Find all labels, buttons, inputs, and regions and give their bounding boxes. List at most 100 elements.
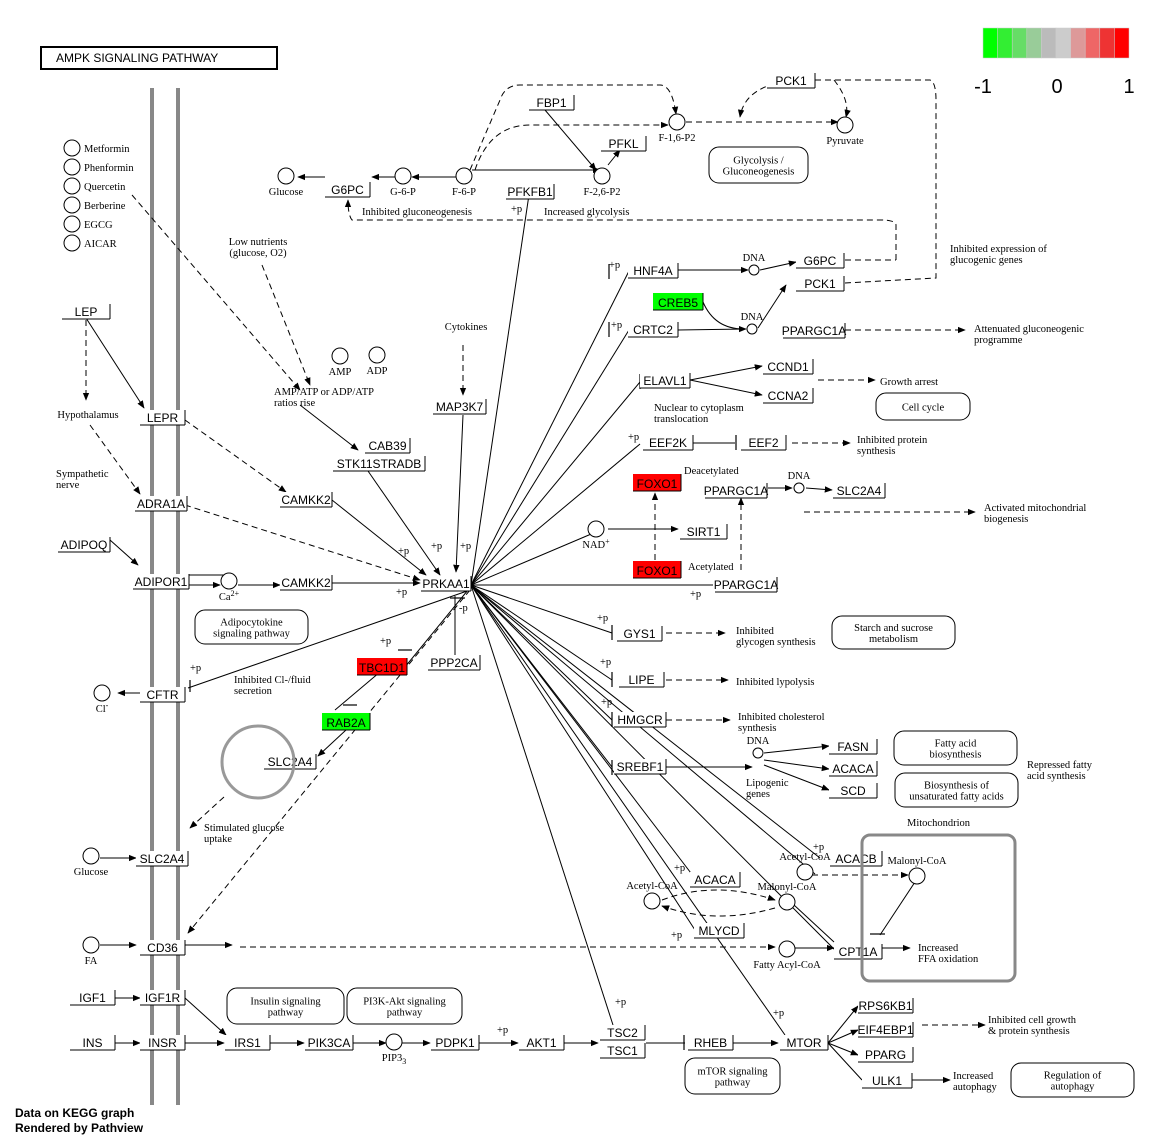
gene-node-rheb[interactable]: RHEB (688, 1035, 734, 1051)
gene-node-igf1r[interactable]: IGF1R (140, 990, 186, 1006)
compound-amp[interactable]: AMP (329, 347, 352, 378)
gene-node-ulk1[interactable]: ULK1 (862, 1073, 913, 1089)
compound-ca[interactable]: Ca2+ (219, 572, 240, 603)
compound-dna4[interactable]: DNA (747, 736, 770, 759)
gene-node-fasn[interactable]: FASN (829, 739, 878, 755)
gene-node-igf1[interactable]: IGF1 (70, 990, 116, 1006)
compound-dna3[interactable]: DNA (788, 471, 811, 494)
gene-node-ins[interactable]: INS (70, 1035, 116, 1051)
gene-node-lepr[interactable]: LEPR (140, 410, 186, 426)
compound-dna2[interactable]: DNA (741, 312, 764, 335)
gene-node-pparg[interactable]: PPARG (858, 1047, 914, 1063)
gene-node-eif4ebp1[interactable]: EIF4EBP1 (857, 1022, 914, 1038)
gene-node-ccna2[interactable]: CCNA2 (763, 388, 814, 404)
gene-node-crtc2[interactable]: CRTC2 (628, 322, 679, 338)
gene-node-cftr[interactable]: CFTR (140, 687, 186, 703)
gene-node-pck1a[interactable]: PCK1 (767, 73, 816, 89)
gene-node-adipor1[interactable]: ADIPOR1 (133, 574, 190, 590)
gene-node-eef2[interactable]: EEF2 (741, 435, 787, 451)
compound-glucose1[interactable]: Glucose (269, 167, 304, 198)
pathway-map-glycolysis[interactable]: Glycolysis /Gluconeogenesis (708, 146, 809, 184)
gene-node-ppp2ca[interactable]: PPP2CA (428, 655, 481, 671)
gene-node-mtor[interactable]: MTOR (780, 1035, 829, 1051)
gene-node-foxo1b[interactable]: FOXO1 (633, 561, 682, 579)
gene-node-rab2a[interactable]: RAB2A (322, 713, 371, 731)
gene-node-ccnd1[interactable]: CCND1 (763, 359, 814, 375)
compound-adp[interactable]: ADP (366, 346, 388, 377)
gene-node-tbc1d1[interactable]: TBC1D1 (357, 658, 408, 676)
gene-node-rps6kb1[interactable]: RPS6KB1 (858, 998, 914, 1014)
gene-node-pdpk1[interactable]: PDPK1 (431, 1035, 480, 1051)
gene-node-fbp1[interactable]: FBP1 (529, 95, 575, 111)
gene-node-cd36[interactable]: CD36 (140, 940, 186, 956)
gene-node-slc2a4a[interactable]: SLC2A4 (833, 483, 886, 499)
compound-egcg[interactable]: EGCG (63, 215, 113, 233)
gene-node-slc2a4b[interactable]: SLC2A4 (264, 754, 317, 770)
compound-phenformin[interactable]: Phenformin (63, 158, 134, 176)
gene-node-ppargc1ac[interactable]: PPARGC1A (714, 577, 778, 593)
gene-node-stk11stradb[interactable]: STK11STRADB (333, 456, 426, 472)
gene-node-lipe[interactable]: LIPE (619, 672, 665, 688)
compound-pyruvate[interactable]: Pyruvate (826, 116, 864, 147)
gene-node-prkaa1[interactable]: PRKAA1 (421, 576, 472, 592)
gene-node-lep[interactable]: LEP (62, 304, 111, 320)
compound-quercetin[interactable]: Quercetin (63, 177, 126, 195)
gene-node-acacaa[interactable]: ACACA (829, 761, 878, 777)
gene-node-gys1[interactable]: GYS1 (617, 626, 663, 642)
gene-node-elavl1[interactable]: ELAVL1 (640, 373, 691, 389)
gene-node-ppargc1aa[interactable]: PPARGC1A (782, 323, 846, 339)
compound-acetylcoa1[interactable]: Acetyl-CoA (779, 852, 831, 881)
gene-node-pfkl[interactable]: PFKL (601, 136, 647, 152)
compound-malonylcoa2[interactable]: Malonyl-CoA (758, 882, 817, 911)
gene-node-hmgcr[interactable]: HMGCR (614, 712, 667, 728)
gene-node-sirt1[interactable]: SIRT1 (680, 524, 728, 540)
compound-f6p[interactable]: F-6-P (452, 167, 476, 198)
gene-node-adra1a[interactable]: ADRA1A (135, 496, 188, 512)
gene-node-g6pca[interactable]: G6PC (325, 182, 371, 198)
compound-acetylcoa2[interactable]: Acetyl-CoA (626, 881, 678, 910)
gene-node-cpt1a[interactable]: CPT1A (834, 944, 883, 960)
gene-node-cab39[interactable]: CAB39 (365, 438, 411, 454)
compound-nad[interactable]: NAD+ (582, 520, 610, 551)
compound-aicar[interactable]: AICAR (63, 234, 117, 252)
gene-node-foxo1a[interactable]: FOXO1 (633, 474, 682, 492)
gene-node-acacb[interactable]: ACACB (830, 851, 883, 867)
gene-node-tsc2[interactable]: TSC2 (600, 1025, 646, 1041)
gene-node-insr[interactable]: INSR (140, 1035, 186, 1051)
compound-glucose2[interactable]: Glucose (74, 847, 109, 878)
gene-node-camkk2b[interactable]: CAMKK2 (280, 575, 333, 591)
compound-f16p2[interactable]: F-1,6-P2 (658, 113, 696, 144)
compound-berberine[interactable]: Berberine (63, 196, 126, 214)
gene-node-hnf4a[interactable]: HNF4A (628, 263, 679, 279)
compound-metformin[interactable]: Metformin (63, 139, 130, 157)
gene-node-pik3ca[interactable]: PIK3CA (305, 1035, 354, 1051)
gene-node-slc2a4c[interactable]: SLC2A4 (136, 851, 189, 867)
gene-node-eef2k[interactable]: EEF2K (643, 435, 694, 451)
gene-node-srebf1[interactable]: SREBF1 (614, 759, 667, 775)
compound-f26p2[interactable]: F-2,6-P2 (583, 167, 621, 198)
compound-cl[interactable]: Cl- (93, 684, 111, 715)
gene-node-scd[interactable]: SCD (829, 783, 878, 799)
pathway-map-cellcycle[interactable]: Cell cycle (875, 392, 971, 421)
gene-node-camkk2a[interactable]: CAMKK2 (280, 492, 333, 508)
gene-node-acacab[interactable]: ACACA (690, 872, 741, 888)
compound-fattyacylcoa[interactable]: Fatty Acyl-CoA (753, 940, 821, 971)
gene-node-tsc1[interactable]: TSC1 (600, 1043, 646, 1059)
gene-node-mlycd[interactable]: MLYCD (694, 923, 745, 939)
gene-node-ppargc1ab[interactable]: PPARGC1A (704, 483, 768, 499)
gene-node-creb5[interactable]: CREB5 (653, 293, 704, 311)
compound-fa[interactable]: FA (82, 936, 100, 967)
gene-node-pck1b[interactable]: PCK1 (796, 276, 845, 292)
compound-dna1[interactable]: DNA (743, 253, 766, 276)
gene-node-akt1[interactable]: AKT1 (519, 1035, 565, 1051)
compound-pip3[interactable]: PIP33 (382, 1033, 406, 1066)
gene-node-map3k7[interactable]: MAP3K7 (433, 399, 487, 415)
